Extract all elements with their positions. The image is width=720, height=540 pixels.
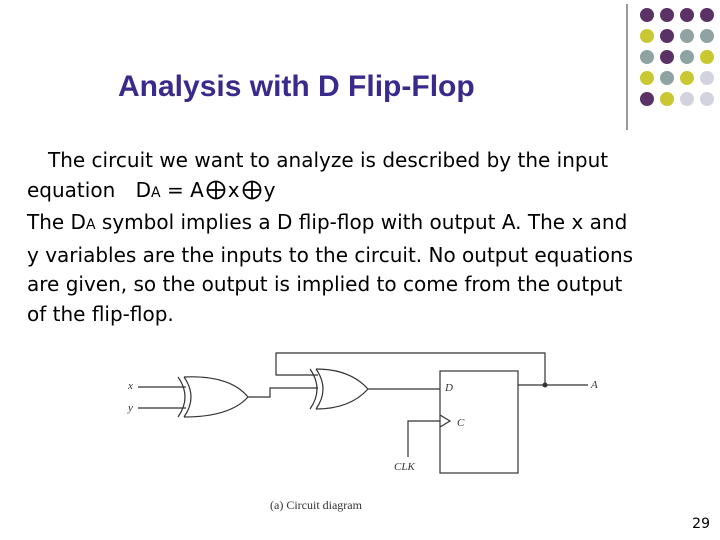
- body-line-3-suffix: symbol implies a D flip-flop with output…: [95, 210, 628, 234]
- equation-lead: equation: [27, 177, 116, 202]
- decorative-dot: [700, 29, 714, 43]
- body-line-1: The circuit we want to analyze is descri…: [48, 148, 609, 172]
- decorative-dot: [660, 8, 674, 22]
- equation-d-letter: D: [135, 177, 152, 202]
- decorative-dot: [680, 71, 694, 85]
- label-input-y: y: [127, 402, 133, 414]
- decorative-dot: [700, 92, 714, 106]
- decorative-dot-grid: [640, 8, 714, 106]
- xor-circle-plus-icon: [206, 180, 226, 199]
- label-input-x: x: [127, 380, 133, 392]
- xor-gate-2: [309, 368, 369, 410]
- xor-gate-1: [177, 376, 249, 418]
- decorative-dot: [700, 8, 714, 22]
- body-line-4: y variables are the inputs to the circui…: [27, 242, 634, 267]
- decorative-dot: [640, 71, 654, 85]
- slide-body: The circuit we want to analyze is descri…: [27, 146, 677, 329]
- body-line-6: of the flip-flop.: [27, 301, 174, 326]
- decorative-dot: [680, 29, 694, 43]
- decorative-dot: [660, 71, 674, 85]
- equation-d-subscript: A: [151, 184, 161, 201]
- label-output-a: A: [590, 379, 598, 391]
- decorative-dot: [640, 92, 654, 106]
- equation-x: x: [227, 177, 240, 202]
- label-clock: CLK: [394, 461, 415, 473]
- wire-gate1-to-gate2: [248, 387, 318, 398]
- equation-equals-a: = A: [166, 177, 204, 202]
- wire-clock: [407, 420, 440, 457]
- decorative-dot: [640, 8, 654, 22]
- decorative-dot: [660, 50, 674, 64]
- junction-dot: [542, 382, 548, 388]
- circuit-diagram: x y D C CLK A (a) Circuit diagram: [127, 352, 598, 512]
- decorative-vertical-rule: [626, 4, 628, 130]
- decorative-dot: [680, 50, 694, 64]
- decorative-dot: [660, 92, 674, 106]
- body-line-5: are given, so the output is implied to c…: [27, 272, 623, 296]
- decorative-dot: [700, 50, 714, 64]
- decorative-dot: [640, 50, 654, 64]
- body-line-3: The DA symbol implies a D flip-flop with…: [27, 208, 677, 241]
- decorative-dot: [660, 29, 674, 43]
- slide-title: Analysis with D Flip-Flop: [118, 70, 475, 103]
- decorative-dot: [700, 71, 714, 85]
- wire-feedback-a: [275, 352, 546, 385]
- equation-y: y: [263, 177, 276, 202]
- label-pin-c: C: [457, 417, 465, 429]
- clock-triangle: [439, 414, 452, 428]
- body-line-3-prefix: The D: [27, 210, 86, 234]
- xor-circle-plus-icon: [242, 180, 261, 199]
- body-line-3-subscript: A: [85, 217, 96, 233]
- label-pin-d: D: [444, 382, 453, 394]
- page-number: 29: [692, 516, 710, 532]
- decorative-dot: [640, 29, 654, 43]
- d-flip-flop: [439, 370, 519, 474]
- diagram-caption: (a) Circuit diagram: [270, 498, 363, 512]
- decorative-dot: [680, 8, 694, 22]
- decorative-dot: [680, 92, 694, 106]
